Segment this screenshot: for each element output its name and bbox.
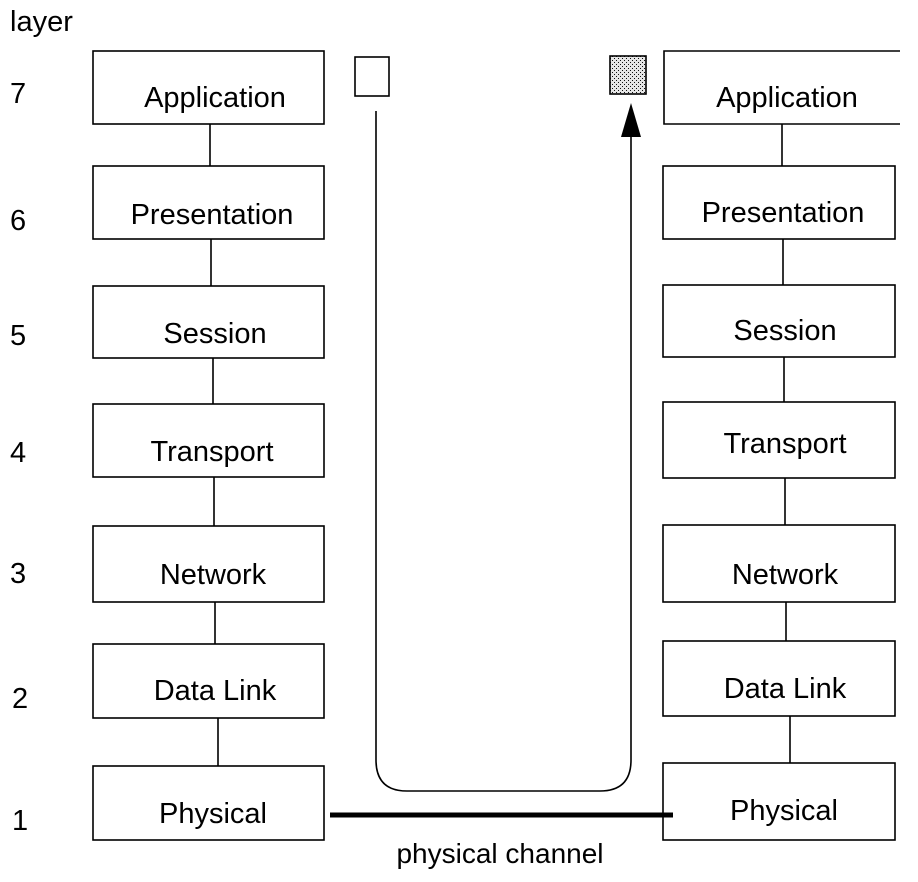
right-layer-application: Application <box>663 50 900 125</box>
layer-axis-title: layer <box>10 6 73 38</box>
right-layer-session: Session <box>662 284 896 358</box>
right-layer-transport: Transport <box>662 401 896 479</box>
layer-number-7: 7 <box>10 78 26 110</box>
left-layer-label: Network <box>160 559 267 591</box>
right-layer-label: Application <box>716 82 858 114</box>
layer-number-3: 3 <box>10 558 26 590</box>
layer-number-5: 5 <box>10 320 26 352</box>
layer-number-6: 6 <box>10 205 26 237</box>
right-layer-network: Network <box>662 524 896 603</box>
left-layer-application: Application <box>92 50 325 125</box>
left-layer-transport: Transport <box>92 403 325 478</box>
right-layer-label: Physical <box>730 795 838 827</box>
left-protocol-stack: Application Presentation Session Transpo… <box>92 50 325 841</box>
right-layer-data-link: Data Link <box>662 640 896 717</box>
data-flow-arrowhead <box>621 103 641 137</box>
left-layer-network: Network <box>92 525 325 603</box>
sent-data-unit-square <box>354 56 390 97</box>
left-layer-physical: Physical <box>92 765 325 841</box>
right-layer-label: Session <box>733 315 836 347</box>
data-flow-path <box>375 111 632 792</box>
physical-channel-label: physical channel <box>396 838 603 869</box>
layer-number-2: 2 <box>12 683 28 715</box>
right-layer-presentation: Presentation <box>662 165 896 240</box>
layer-number-1: 1 <box>12 805 28 837</box>
left-layer-label: Data Link <box>154 675 277 707</box>
layer-numbers: 7 6 5 4 3 2 1 <box>10 78 28 837</box>
left-layer-presentation: Presentation <box>92 165 325 240</box>
left-layer-label: Physical <box>159 798 267 830</box>
left-layer-label: Application <box>144 82 286 114</box>
left-stack-connectors <box>209 124 219 766</box>
right-layer-label: Network <box>732 559 839 591</box>
right-protocol-stack: Application Presentation Session Transpo… <box>662 50 900 841</box>
right-layer-label: Presentation <box>702 197 865 229</box>
left-layer-label: Session <box>163 318 266 350</box>
right-layer-label: Data Link <box>724 673 847 705</box>
right-layer-label: Transport <box>723 428 846 460</box>
left-layer-data-link: Data Link <box>92 643 325 719</box>
right-layer-physical: Physical <box>662 762 896 841</box>
left-layer-session: Session <box>92 285 325 359</box>
layer-number-4: 4 <box>10 437 26 469</box>
left-layer-label: Presentation <box>131 199 294 231</box>
left-layer-label: Transport <box>150 436 273 468</box>
received-data-unit-square <box>609 55 647 95</box>
right-stack-connectors <box>781 124 791 763</box>
